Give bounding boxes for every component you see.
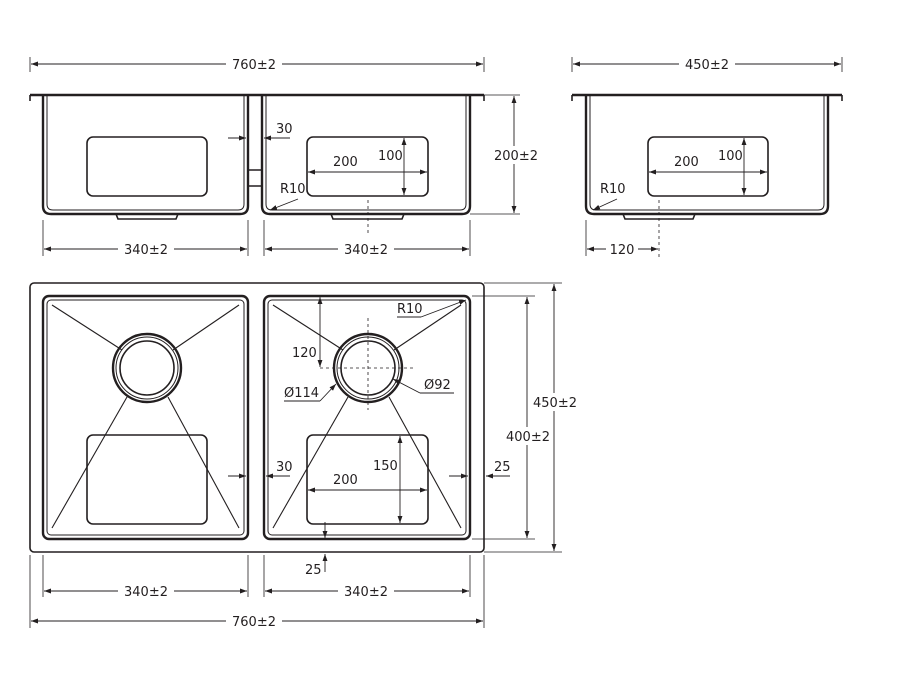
front-right-basket-outline — [306, 136, 429, 197]
plan-right-width-label: 340±2 — [344, 585, 388, 600]
plan-bowl-depth-label: 400±2 — [506, 430, 550, 445]
side-overall-depth-label: 450±2 — [685, 58, 729, 73]
plan-radius-label: R10 — [397, 302, 423, 317]
plan-inner-diameter-label: Ø92 — [424, 378, 451, 393]
plan-left-width-label: 340±2 — [124, 585, 168, 600]
front-left-basket-outline — [86, 136, 208, 197]
front-right-width-label: 340±2 — [344, 243, 388, 258]
plan-grid-width-label: 200 — [333, 473, 358, 488]
front-radius-label: R10 — [280, 182, 306, 197]
front-depth-label: 200±2 — [494, 149, 538, 164]
front-grid-width-label: 200 — [333, 155, 358, 170]
side-radius-label: R10 — [600, 182, 626, 197]
front-view: 760±2 30 200 100 R10 2 — [29, 56, 538, 258]
front-bowl-connector — [247, 96, 263, 187]
plan-drain-offset-label: 120 — [292, 346, 317, 361]
front-grid-height-label: 100 — [378, 149, 403, 164]
plan-front-margin-label: 25 — [305, 563, 322, 578]
front-left-drain — [115, 213, 179, 220]
front-left-width-label: 340±2 — [124, 243, 168, 258]
plan-overall-width-label: 760±2 — [232, 615, 276, 630]
front-right-drain — [330, 213, 405, 220]
plan-right-basket-outline — [306, 434, 429, 525]
side-basket-outline — [647, 136, 769, 197]
plan-right-bowl — [262, 294, 472, 541]
plan-outer-diameter-label: Ø114 — [284, 386, 319, 401]
side-drain-offset-label: 120 — [610, 243, 635, 258]
side-view: 450±2 200 100 R10 120 — [571, 56, 843, 258]
front-gap-label: 30 — [276, 122, 293, 137]
plan-outer-flange — [29, 282, 485, 553]
front-right-bowl — [260, 96, 472, 216]
plan-left-drain-outer — [111, 332, 183, 404]
side-bowl — [584, 96, 830, 216]
plan-left-basket-outline — [86, 434, 208, 525]
side-grid-width-label: 200 — [674, 155, 699, 170]
plan-outer-depth-label: 450±2 — [533, 396, 577, 411]
front-left-bowl — [41, 96, 250, 216]
plan-view: R10 120 Ø114 Ø92 30 200 150 25 25 — [29, 282, 578, 630]
plan-left-drain-inner — [119, 340, 175, 396]
front-overall-width-label: 760±2 — [232, 58, 276, 73]
plan-grid-height-label: 150 — [373, 459, 398, 474]
plan-gap-label: 30 — [276, 460, 293, 475]
side-grid-height-label: 100 — [718, 149, 743, 164]
plan-left-bowl — [41, 294, 250, 541]
plan-side-margin-label: 25 — [494, 460, 511, 475]
